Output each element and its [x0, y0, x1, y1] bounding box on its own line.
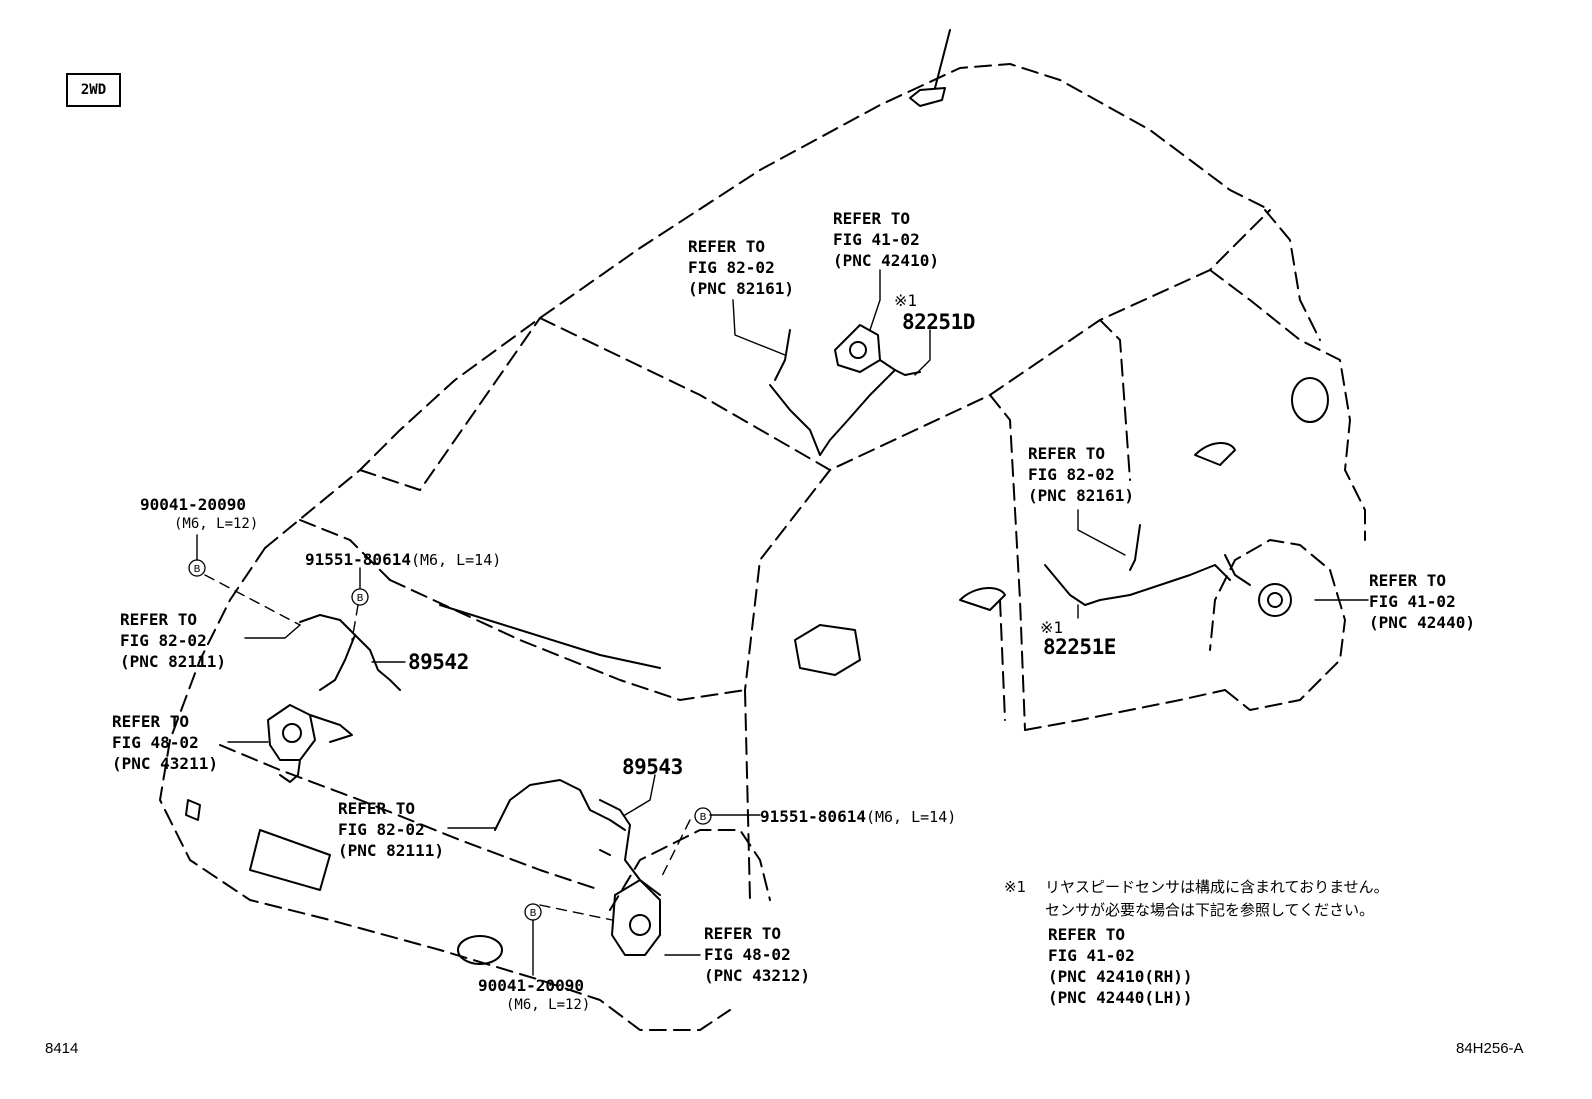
ref-line: (PNC 82111) [338, 841, 444, 860]
bolt-symbol-b2-text: B [357, 593, 364, 604]
ref-82111-rh[interactable]: REFER TO FIG 82-02 (PNC 82111) [338, 798, 444, 861]
footnote-line2: センサが必要な場合は下記を参照してください。 [1045, 901, 1375, 919]
ref-line: (PNC 42410) [833, 251, 939, 270]
ref-line: (PNC 82161) [688, 279, 794, 298]
part-89543[interactable]: 89543 [622, 755, 683, 779]
ref-42410[interactable]: REFER TO FIG 41-02 (PNC 42410) [833, 208, 939, 271]
front-sensor-rh-icon [494, 779, 661, 956]
ref-line: REFER TO [120, 610, 198, 629]
bolt-symbols [188, 559, 712, 921]
bolt-leader-lines [204, 574, 691, 921]
part-89542[interactable]: 89542 [408, 650, 469, 674]
bolt-spec: (M6, L=12) [506, 997, 591, 1013]
ref-line: REFER TO [112, 712, 190, 731]
bolt-symbol-b3 [694, 807, 712, 825]
variant-badge: 2WD [66, 73, 121, 107]
ref-line: REFER TO [338, 799, 416, 818]
fuel-door-icon [1291, 377, 1329, 423]
bolt-symbol-b4-text: B [530, 908, 537, 919]
figure-number: 8414 [45, 1040, 79, 1057]
wiper-icon [439, 604, 661, 669]
ref-line: (PNC 43211) [112, 754, 218, 773]
bolt-symbol-b1 [188, 559, 206, 577]
front-sensor-lh-icon [267, 614, 401, 783]
bolt-pn: 90041-20090 [478, 976, 584, 995]
door-handle-icon [959, 587, 1006, 611]
bolt-pn: 91551-80614 [305, 550, 411, 569]
bolt-91551-80614-b[interactable]: 91551-80614(M6, L=14) [760, 806, 956, 828]
ref-line: (PNC 82161) [1028, 486, 1134, 505]
ref-line: FIG 48-02 [704, 945, 791, 964]
bolt-symbol-b1-text: B [194, 564, 201, 575]
ref-82161-rh[interactable]: REFER TO FIG 82-02 (PNC 82161) [688, 236, 794, 299]
bolt-91551-80614-a[interactable]: 91551-80614(M6, L=14) [305, 549, 501, 571]
leader-lines [196, 269, 1369, 976]
part-82251E[interactable]: 82251E [1043, 635, 1116, 659]
illustration-code: 84H256-A [1456, 1040, 1524, 1057]
vehicle-outline [159, 63, 1366, 1031]
bolt-symbol-b3-text: B [700, 812, 707, 823]
bolt-spec: (M6, L=14) [865, 808, 957, 826]
ref-line: FIG 41-02 [833, 230, 920, 249]
bolt-pn: 91551-80614 [760, 807, 866, 826]
ref-line: FIG 48-02 [112, 733, 199, 752]
ref-43211[interactable]: REFER TO FIG 48-02 (PNC 43211) [112, 711, 218, 774]
grille-icon [249, 829, 331, 891]
ref-82111-lh[interactable]: REFER TO FIG 82-02 (PNC 82111) [120, 609, 226, 672]
ref-line: REFER TO [1028, 444, 1106, 463]
ref-line: (PNC 42410(RH)) [1048, 967, 1193, 986]
ref-line: (PNC 43212) [704, 966, 810, 985]
ref-line: REFER TO [704, 924, 782, 943]
ref-line: (PNC 42440) [1369, 613, 1475, 632]
mirror-icon [794, 624, 861, 676]
bolt-90041-20090-a[interactable]: 90041-20090 (M6, L=12) [140, 494, 258, 533]
ref-line: FIG 82-02 [688, 258, 775, 277]
ref-line: (PNC 42440(LH)) [1048, 988, 1193, 1007]
rear-sensor-lh-icon [1044, 524, 1292, 617]
footnote-refs[interactable]: REFER TO FIG 41-02 (PNC 42410(RH)) (PNC … [1048, 924, 1193, 1008]
fog-lamp-icon [457, 935, 503, 965]
antenna-icon [909, 29, 951, 107]
ref-line: FIG 82-02 [338, 820, 425, 839]
rear-sensor-rh-icon [769, 324, 921, 456]
door-handle-icon [1194, 442, 1236, 466]
bolt-symbol-b4 [524, 903, 542, 921]
ref-line: REFER TO [833, 209, 911, 228]
bolt-90041-20090-b[interactable]: 90041-20090 (M6, L=12) [478, 975, 590, 1014]
ref-line: REFER TO [1048, 925, 1126, 944]
ref-line: (PNC 82111) [120, 652, 226, 671]
mark-1b: ※1 [1040, 618, 1064, 637]
footnote-mark: ※1 [1004, 878, 1027, 896]
license-icon [185, 799, 201, 821]
ref-42440[interactable]: REFER TO FIG 41-02 (PNC 42440) [1369, 570, 1475, 633]
bolt-spec: (M6, L=12) [174, 516, 259, 532]
ref-line: FIG 82-02 [1028, 465, 1115, 484]
bolt-symbol-b2 [351, 588, 369, 606]
ref-line: REFER TO [1369, 571, 1447, 590]
ref-82161-lh[interactable]: REFER TO FIG 82-02 (PNC 82161) [1028, 443, 1134, 506]
ref-line: FIG 82-02 [120, 631, 207, 650]
bolt-spec: (M6, L=14) [410, 551, 502, 569]
ref-43212[interactable]: REFER TO FIG 48-02 (PNC 43212) [704, 923, 810, 986]
part-82251D[interactable]: 82251D [902, 310, 975, 334]
footnote-line1: リヤスピードセンサは構成に含まれておりません。 [1045, 878, 1389, 896]
mark-1a: ※1 [894, 291, 918, 310]
ref-line: FIG 41-02 [1369, 592, 1456, 611]
bolt-pn: 90041-20090 [140, 495, 246, 514]
ref-line: REFER TO [688, 237, 766, 256]
ref-line: FIG 41-02 [1048, 946, 1135, 965]
